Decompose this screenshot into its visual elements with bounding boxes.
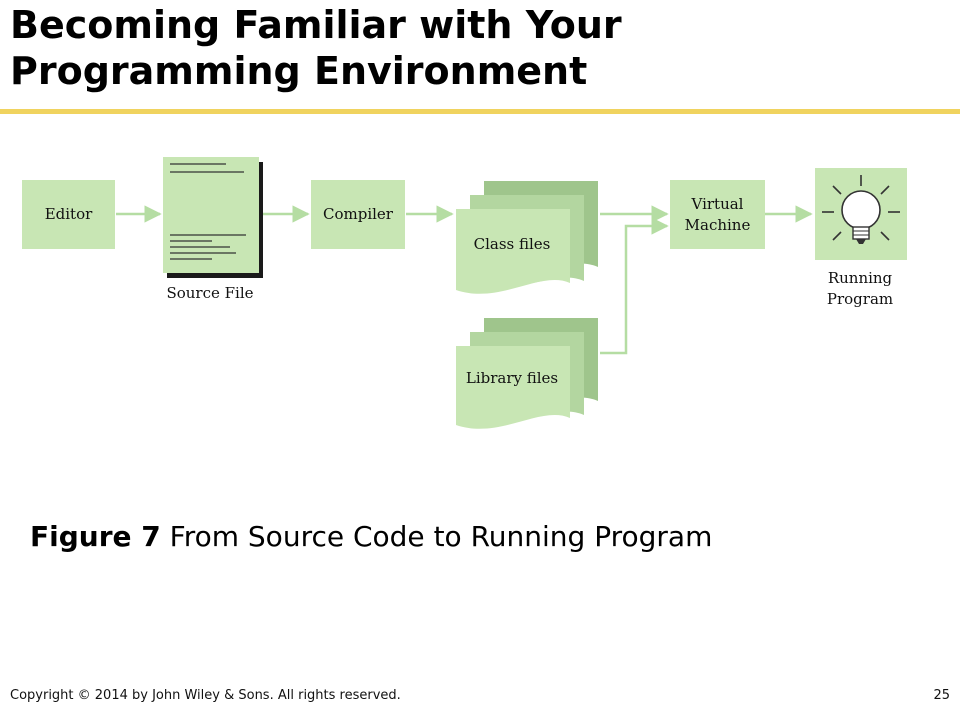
lightbulb-icon	[822, 175, 900, 244]
figure-caption-text: From Source Code to Running Program	[169, 520, 713, 553]
title-underline	[0, 109, 960, 114]
library-files-label: Library files	[466, 369, 558, 387]
editor-node: Editor	[22, 180, 115, 249]
running-program-node: Running Program	[815, 168, 907, 308]
library-files-node: Library files	[456, 318, 598, 429]
document-icon	[170, 163, 246, 260]
slide-title: Becoming Familiar with Your Programming …	[10, 2, 950, 94]
virtual-machine-label-line-2: Machine	[685, 216, 751, 234]
copyright-notice: Copyright © 2014 by John Wiley & Sons. A…	[10, 688, 401, 703]
editor-label: Editor	[45, 205, 93, 223]
figure-number: Figure 7	[30, 520, 161, 553]
source-file-node: Source File	[163, 157, 263, 302]
page-number: 25	[933, 688, 950, 703]
source-file-label: Source File	[166, 284, 253, 302]
compiler-node: Compiler	[311, 180, 405, 249]
flow-arrows	[116, 205, 813, 355]
class-files-label: Class files	[474, 235, 551, 253]
figure-caption: Figure 7 From Source Code to Running Pro…	[30, 520, 930, 553]
slide-title-line-1: Becoming Familiar with Your	[10, 3, 622, 47]
running-program-label-line-1: Running	[828, 269, 893, 287]
arrow-library-to-vm	[600, 217, 669, 355]
compiler-label: Compiler	[323, 205, 394, 223]
virtual-machine-node: Virtual Machine	[670, 180, 765, 249]
slide-title-line-2: Programming Environment	[10, 49, 588, 93]
class-files-node: Class files	[456, 181, 598, 294]
running-program-label-line-2: Program	[827, 290, 893, 308]
slide-footer: Copyright © 2014 by John Wiley & Sons. A…	[10, 688, 950, 708]
virtual-machine-label-line-1: Virtual	[691, 195, 744, 213]
